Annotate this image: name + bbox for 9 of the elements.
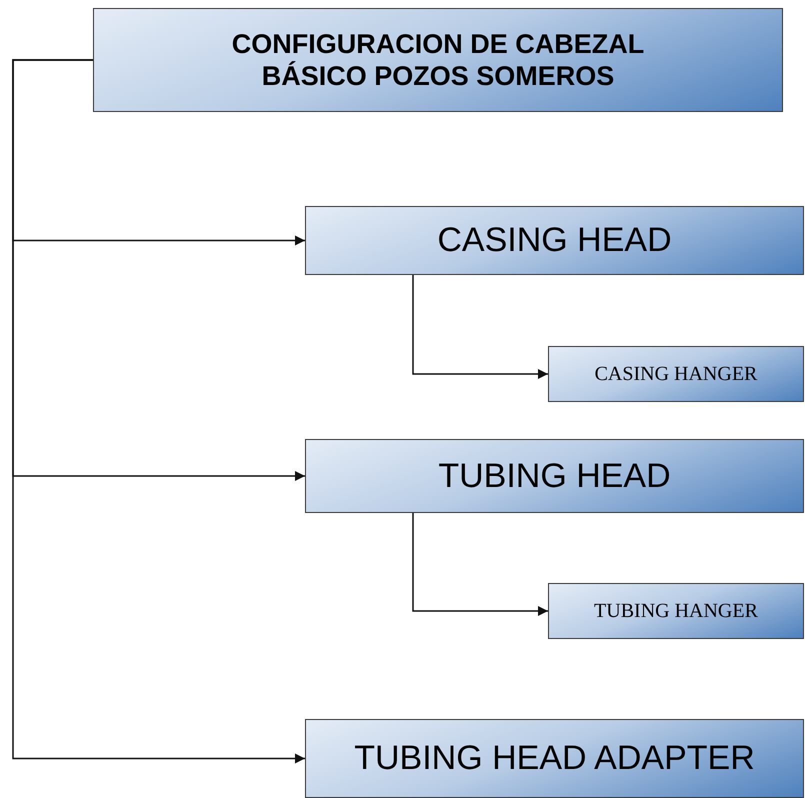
arrow <box>412 275 548 379</box>
component-box: TUBING HANGER <box>548 583 804 639</box>
component-box: CASING HANGER <box>548 346 804 402</box>
arrow <box>412 513 548 616</box>
component-box: CASING HEAD <box>305 206 804 275</box>
arrow <box>12 59 305 764</box>
component-box: TUBING HEAD <box>305 439 804 513</box>
component-box: TUBING HEAD ADAPTER <box>305 719 804 798</box>
component-box: CONFIGURACION DE CABEZAL BÁSICO POZOS SOMEROS <box>93 8 783 112</box>
